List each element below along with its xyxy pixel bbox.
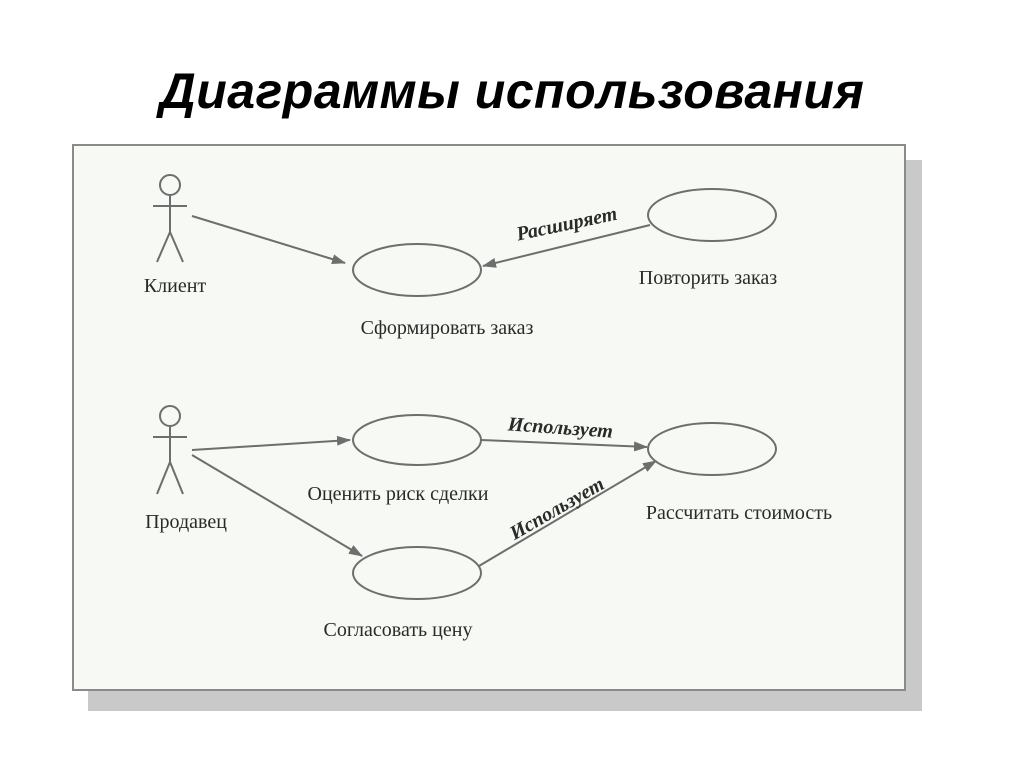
usecase-calc-cost xyxy=(647,422,777,476)
actor-seller-right-leg xyxy=(169,461,184,495)
relation-assess-uses-calc xyxy=(480,439,648,452)
usecase-form-order xyxy=(352,243,482,297)
usecase-repeat-order-label: Повторить заказ xyxy=(639,267,777,289)
actor-seller-left-leg xyxy=(156,461,171,495)
relation-seller-agree-price xyxy=(191,454,363,557)
usecase-form-order-label: Сформировать заказ xyxy=(361,317,534,339)
relation-agree-uses-calc xyxy=(478,460,657,567)
relation-repeat-extends-form xyxy=(482,224,651,268)
stereotype-uses-label-1: Использует xyxy=(506,413,613,442)
stereotype-extends-label: Расширяет xyxy=(513,203,619,246)
actor-client-right-leg xyxy=(169,231,184,263)
actor-seller-label: Продавец xyxy=(145,511,227,533)
actor-client-left-leg xyxy=(156,231,171,263)
usecase-agree-price xyxy=(352,546,482,600)
actor-client-head xyxy=(159,174,181,196)
actor-client-label: Клиент xyxy=(144,275,207,297)
relation-client-form-order xyxy=(191,215,346,264)
usecase-agree-price-label: Согласовать цену xyxy=(324,619,473,641)
actor-client xyxy=(153,174,187,263)
usecase-calc-cost-label: Рассчитать стоимость xyxy=(646,502,832,524)
relation-seller-assess-risk xyxy=(191,435,351,451)
stereotype-uses-label-2: Использует xyxy=(505,473,608,545)
actor-seller xyxy=(153,405,187,495)
usecase-assess-risk-label: Оценить риск сделки xyxy=(308,483,489,505)
actor-seller-head xyxy=(159,405,181,427)
diagram-frame xyxy=(72,144,906,691)
usecase-assess-risk xyxy=(352,414,482,466)
slide-title: Диаграммы использования xyxy=(159,63,865,119)
usecase-repeat-order xyxy=(647,188,777,242)
